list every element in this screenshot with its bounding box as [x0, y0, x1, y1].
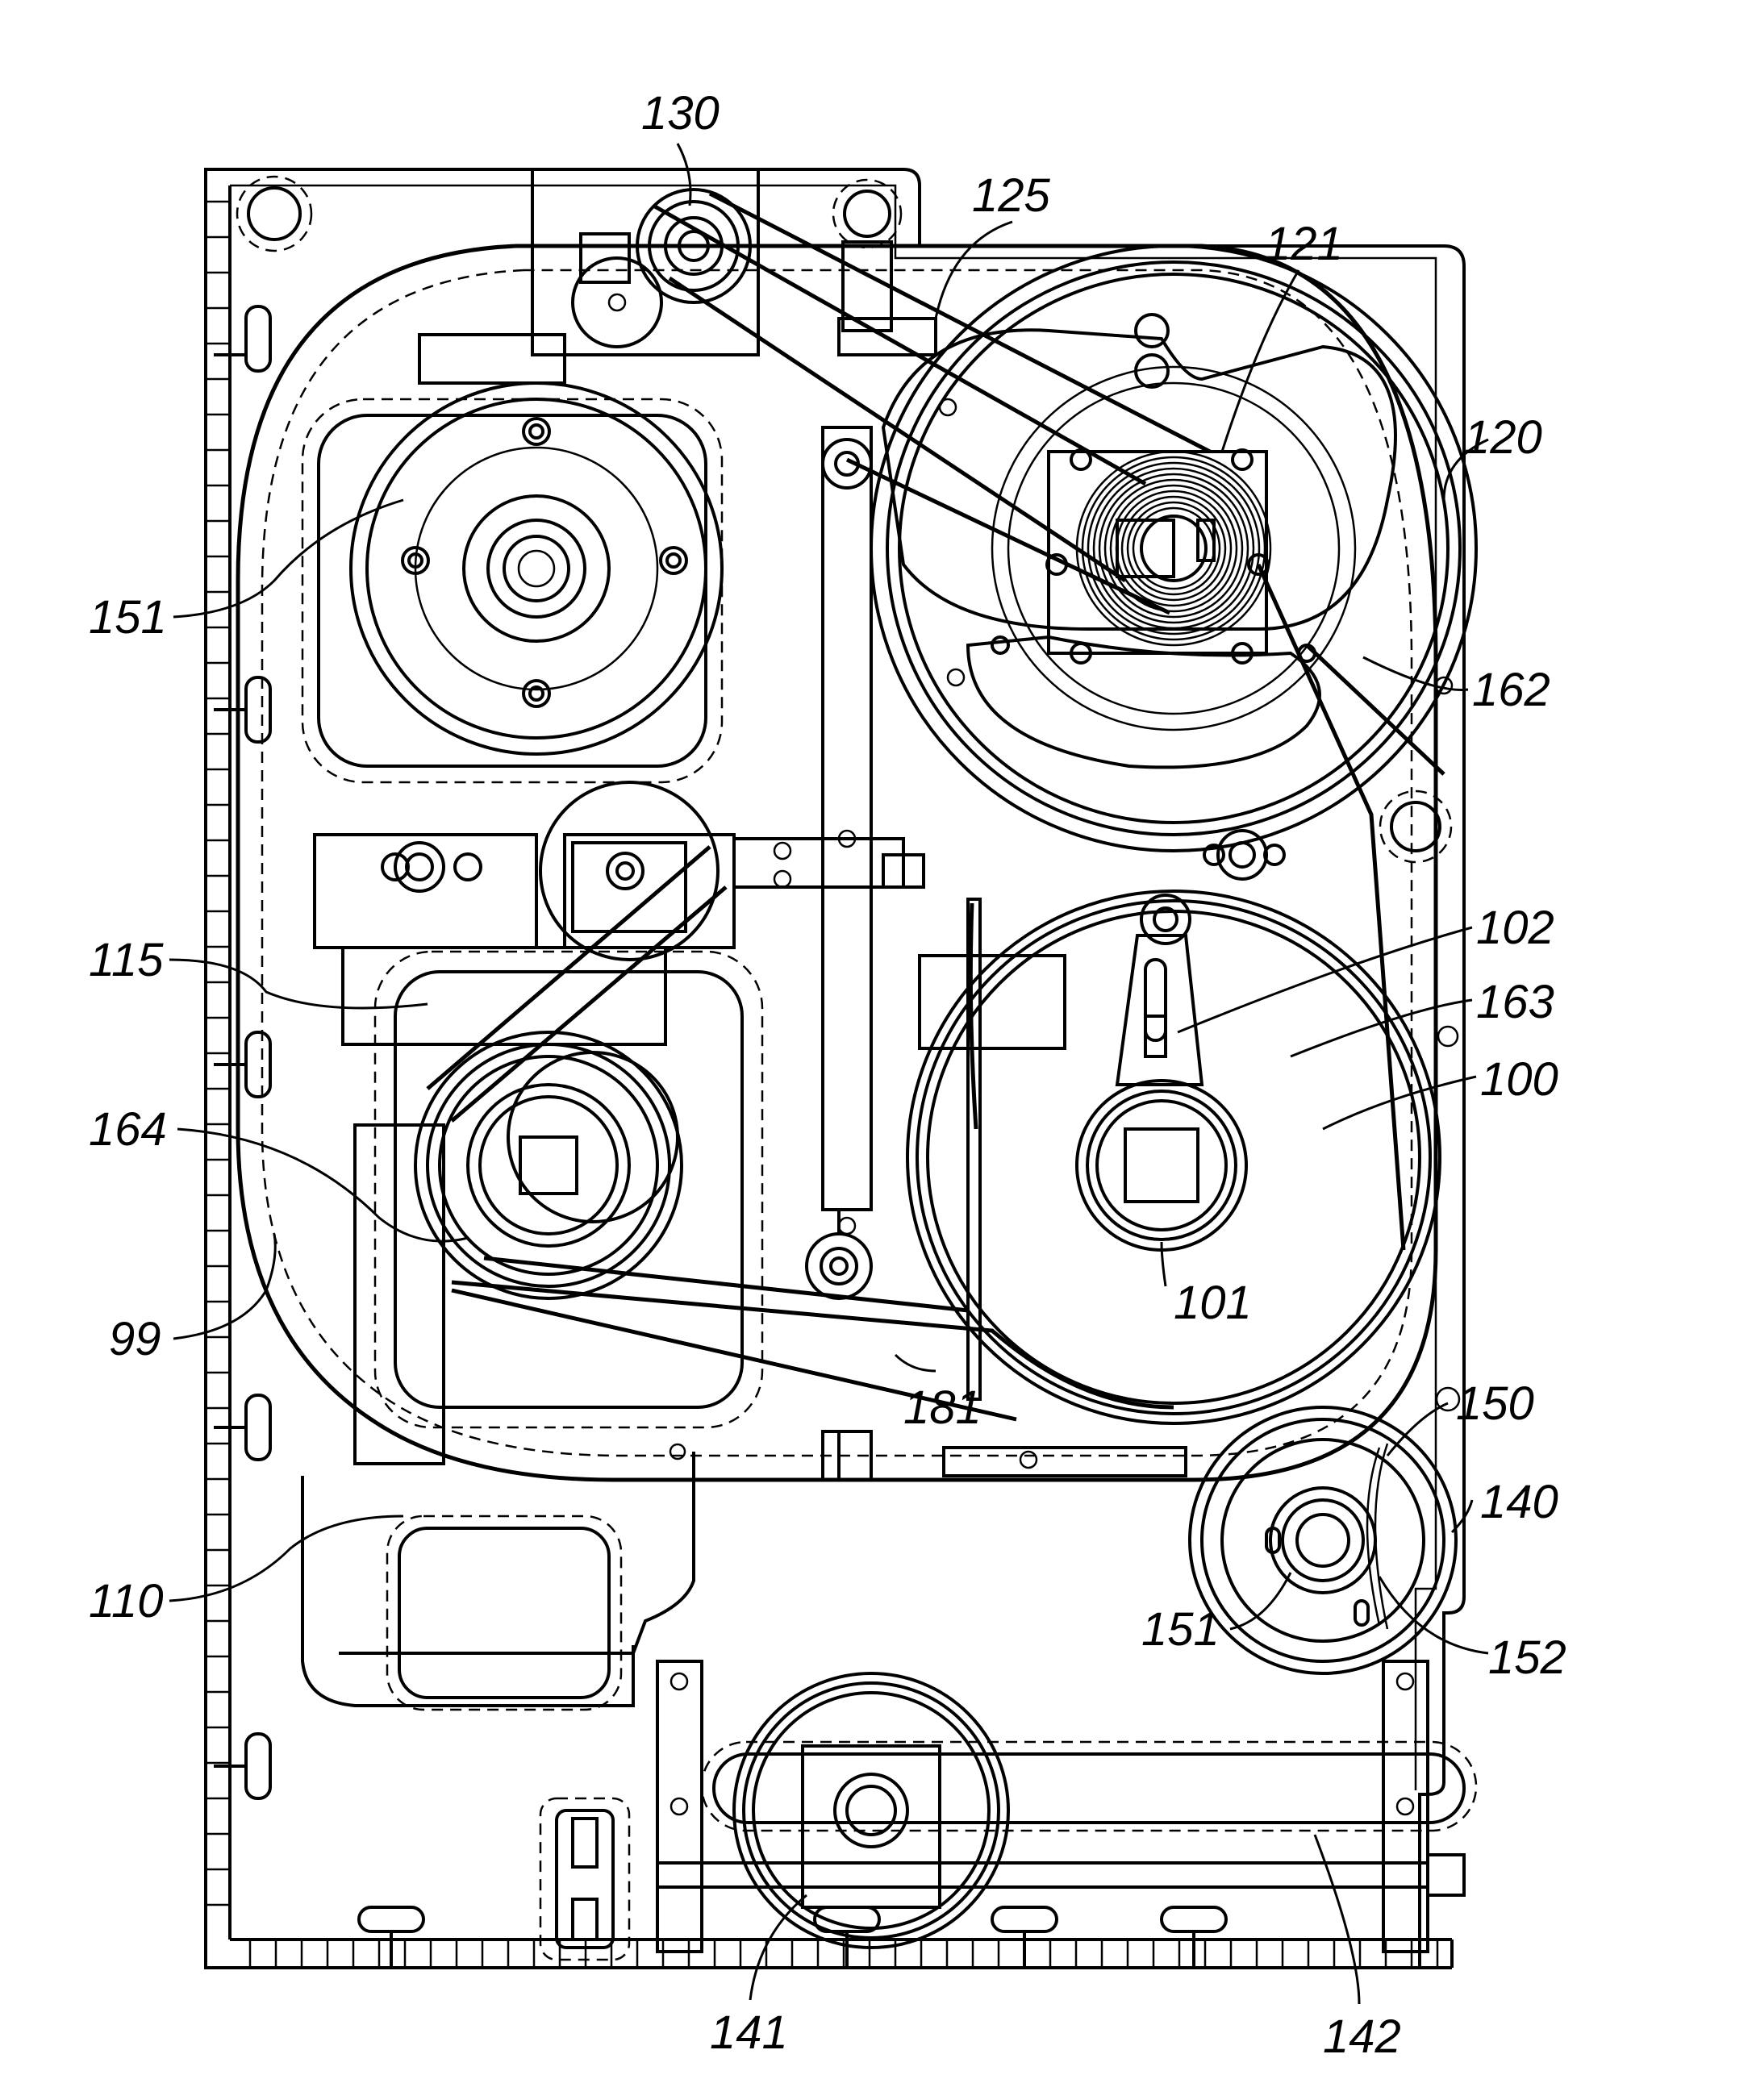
label-130: 130	[641, 87, 720, 140]
reel-120	[871, 246, 1476, 879]
leader-lines	[169, 144, 1488, 2004]
wheel-140	[1190, 1407, 1456, 1673]
label-101: 101	[1174, 1277, 1252, 1329]
label-141: 141	[710, 2006, 788, 2059]
label-115: 115	[89, 934, 164, 986]
label-125: 125	[972, 169, 1051, 222]
label-164: 164	[89, 1103, 167, 1156]
pulley-141	[540, 1661, 1476, 1960]
label-120: 120	[1464, 411, 1542, 464]
capstan-100	[907, 891, 1440, 1423]
label-151-upper: 151	[89, 591, 167, 644]
label-102: 102	[1476, 902, 1554, 954]
label-140: 140	[1480, 1476, 1558, 1528]
label-100: 100	[1480, 1053, 1558, 1106]
label-142: 142	[1323, 2010, 1401, 2063]
label-99: 99	[109, 1313, 161, 1365]
pulley-130	[419, 169, 936, 383]
tape-path-125	[653, 194, 1444, 1250]
label-121: 121	[1265, 218, 1343, 270]
left-rack-teeth	[206, 202, 230, 1905]
label-181: 181	[903, 1381, 982, 1434]
label-152: 152	[1488, 1631, 1566, 1684]
roller-164	[355, 847, 762, 1464]
label-151-lower: 151	[1141, 1603, 1220, 1656]
spool-151-upper	[302, 383, 722, 782]
panel-110	[302, 1452, 694, 1710]
center-plate	[807, 427, 871, 1298]
label-150: 150	[1456, 1377, 1534, 1430]
label-162: 162	[1472, 664, 1550, 716]
label-110: 110	[89, 1575, 163, 1627]
label-163: 163	[1476, 976, 1554, 1028]
